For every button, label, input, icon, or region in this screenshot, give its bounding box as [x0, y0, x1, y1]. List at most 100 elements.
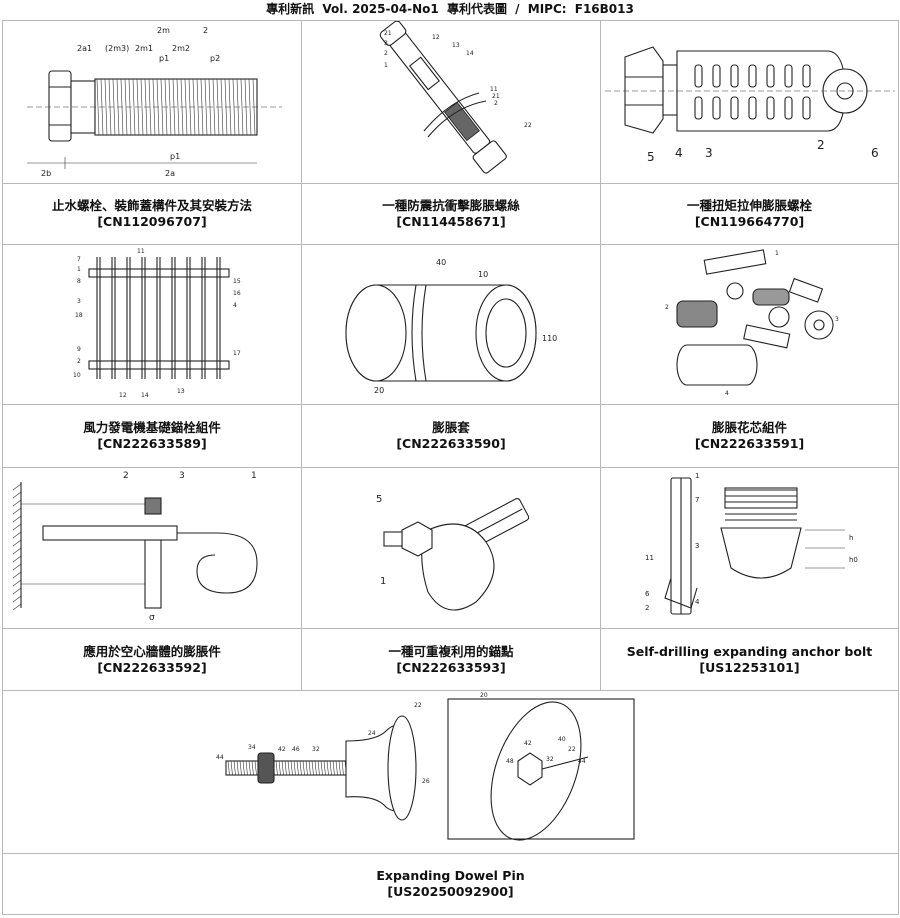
- patent-figure-10[interactable]: 34 42 46 32 24 22 44 26 20 40 42 48 32 2…: [3, 691, 899, 854]
- fig2-label: 13: [452, 42, 460, 49]
- expanding-dowel-pin-drawing: 34 42 46 32 24 22 44 26 20 40 42 48 32 2…: [216, 691, 686, 849]
- fig2-label: 1: [384, 62, 388, 69]
- fig1-label: 2m: [157, 26, 170, 35]
- patent-figure-6[interactable]: 1 2 3 4: [601, 245, 899, 405]
- patent-title: Self-drilling expanding anchor bolt: [601, 644, 898, 660]
- patent-grid: 2a1 (2m3) 2m1 2m 2m2 p1 p2 2 p1 2b 2a: [2, 20, 899, 915]
- patent-number[interactable]: [CN222633593]: [302, 660, 600, 676]
- fig10-label: 22: [568, 746, 576, 753]
- patent-caption-9: Self-drilling expanding anchor bolt [US1…: [601, 629, 899, 691]
- patent-number[interactable]: [US20250092900]: [3, 884, 898, 900]
- header-mipc-label: MIPC:: [528, 2, 567, 16]
- fig4-label: 2: [77, 358, 81, 365]
- drawing-stroke: [13, 500, 21, 506]
- fig10-label: 42: [278, 746, 286, 753]
- drawing-stroke: [13, 580, 21, 586]
- fig2-label: 12: [432, 34, 440, 41]
- anti-shock-expansion-screw-drawing: 21 3 2 1 12 13 14 11 21 2 22: [306, 21, 596, 179]
- fig2-label: 2: [384, 50, 388, 57]
- patent-title: 膨脹花芯組件: [601, 420, 898, 436]
- patent-figure-4[interactable]: 11 7 1 8 15 16 4 3 18 9 2 17 10 12 14 13: [3, 245, 302, 405]
- fig10-label: 44: [578, 758, 586, 765]
- drawing-stroke: [13, 564, 21, 570]
- patent-caption-8: 一種可重複利用的錨點 [CN222633593]: [302, 629, 601, 691]
- patent-number[interactable]: [US12253101]: [601, 660, 898, 676]
- fig4-label: 11: [137, 248, 145, 255]
- patent-number[interactable]: [CN114458671]: [302, 214, 600, 230]
- fig10-label: 22: [414, 702, 422, 709]
- hollow-wall-expansion-drawing: 2 3 1 σ: [7, 468, 297, 624]
- fig9-label: 11: [645, 554, 654, 562]
- fig4-label: 16: [233, 290, 241, 297]
- fig6-label: 3: [835, 316, 839, 323]
- patent-caption-4: 風力發電機基礎錨栓組件 [CN222633589]: [3, 405, 302, 468]
- fig9-label: 1: [695, 472, 699, 480]
- expansion-sleeve-drawing: 40 10 110 20: [306, 245, 596, 400]
- drawing-stroke: [13, 524, 21, 530]
- patent-number[interactable]: [CN222633589]: [3, 436, 301, 452]
- fig4-label: 12: [119, 392, 127, 399]
- drawing-stroke: [13, 604, 21, 610]
- fig5-label: 10: [478, 270, 488, 279]
- drawing-stroke: [13, 588, 21, 594]
- fig3-label: 4: [675, 146, 683, 160]
- fig4-label: 14: [141, 392, 149, 399]
- drawing-stroke: [13, 556, 21, 562]
- patent-caption-10: Expanding Dowel Pin [US20250092900]: [3, 854, 899, 915]
- fig8-label: 1: [380, 576, 386, 587]
- fig10-label: 26: [422, 778, 430, 785]
- fig1-label: 2b: [41, 169, 51, 178]
- patent-figure-1[interactable]: 2a1 (2m3) 2m1 2m 2m2 p1 p2 2 p1 2b 2a: [3, 21, 302, 184]
- patent-caption-7: 應用於空心牆體的膨脹件 [CN222633592]: [3, 629, 302, 691]
- patent-caption-5: 膨脹套 [CN222633590]: [302, 405, 601, 468]
- patent-number[interactable]: [CN119664770]: [601, 214, 898, 230]
- patent-title: 膨脹套: [302, 420, 600, 436]
- patent-number[interactable]: [CN222633590]: [302, 436, 600, 452]
- patent-title: 止水螺栓、裝飾蓋構件及其安裝方法: [3, 198, 301, 214]
- fig9-label: h0: [849, 556, 858, 564]
- fig8-label: 5: [376, 494, 382, 505]
- fig4-label: 18: [75, 312, 83, 319]
- fig1-label: 2: [203, 26, 208, 35]
- fig3-label: 3: [705, 146, 713, 160]
- fig1-label: (2m3): [105, 44, 129, 53]
- expansion-core-exploded-drawing: 1 2 3 4: [605, 245, 895, 400]
- fig4-label: 3: [77, 298, 81, 305]
- self-drilling-anchor-drawing: 1 7 3 11 6 2 4 h h0: [605, 468, 895, 624]
- fig7-label: 1: [251, 471, 257, 481]
- fig1-label: 2m2: [172, 44, 190, 53]
- patent-figure-3[interactable]: 5 4 3 2 6: [601, 21, 899, 184]
- patent-figure-2[interactable]: 21 3 2 1 12 13 14 11 21 2 22: [302, 21, 601, 184]
- reusable-anchor-point-drawing: 5 1: [306, 468, 596, 624]
- patent-number[interactable]: [CN112096707]: [3, 214, 301, 230]
- fig3-label: 5: [647, 150, 655, 164]
- fig6-label: 1: [775, 250, 779, 257]
- fig9-label: 7: [695, 496, 699, 504]
- patent-figure-8[interactable]: 5 1: [302, 468, 601, 629]
- fig9-label: 6: [645, 590, 650, 598]
- fig3-label: 2: [817, 138, 825, 152]
- fig2-label: 14: [466, 50, 474, 57]
- fig5-label: 20: [374, 386, 384, 395]
- drawing-stroke: [13, 516, 21, 522]
- fig10-label: 46: [292, 746, 300, 753]
- patent-figure-5[interactable]: 40 10 110 20: [302, 245, 601, 405]
- torque-tension-bolt-drawing: 5 4 3 2 6: [605, 21, 895, 179]
- fig7-label: 3: [179, 471, 185, 481]
- waterstop-bolt-drawing: 2a1 (2m3) 2m1 2m 2m2 p1 p2 2 p1 2b 2a: [7, 21, 297, 179]
- page-header: 專利新訊 Vol. 2025-04-No1 專利代表圖 / MIPC: F16B…: [0, 0, 900, 20]
- drawing-stroke: [13, 540, 21, 546]
- fig7-label: σ: [149, 613, 155, 623]
- patent-figure-7[interactable]: 2 3 1 σ: [3, 468, 302, 629]
- fig2-label: 3: [384, 40, 388, 47]
- fig4-label: 1: [77, 266, 81, 273]
- patent-figure-9[interactable]: 1 7 3 11 6 2 4 h h0: [601, 468, 899, 629]
- fig2-label: 21: [492, 93, 500, 100]
- patent-number[interactable]: [CN222633591]: [601, 436, 898, 452]
- fig9-label: 3: [695, 542, 699, 550]
- patent-caption-6: 膨脹花芯組件 [CN222633591]: [601, 405, 899, 468]
- drawing-stroke: [13, 492, 21, 498]
- patent-number[interactable]: [CN222633592]: [3, 660, 301, 676]
- fig10-label: 48: [506, 758, 514, 765]
- drawing-stroke: [13, 548, 21, 554]
